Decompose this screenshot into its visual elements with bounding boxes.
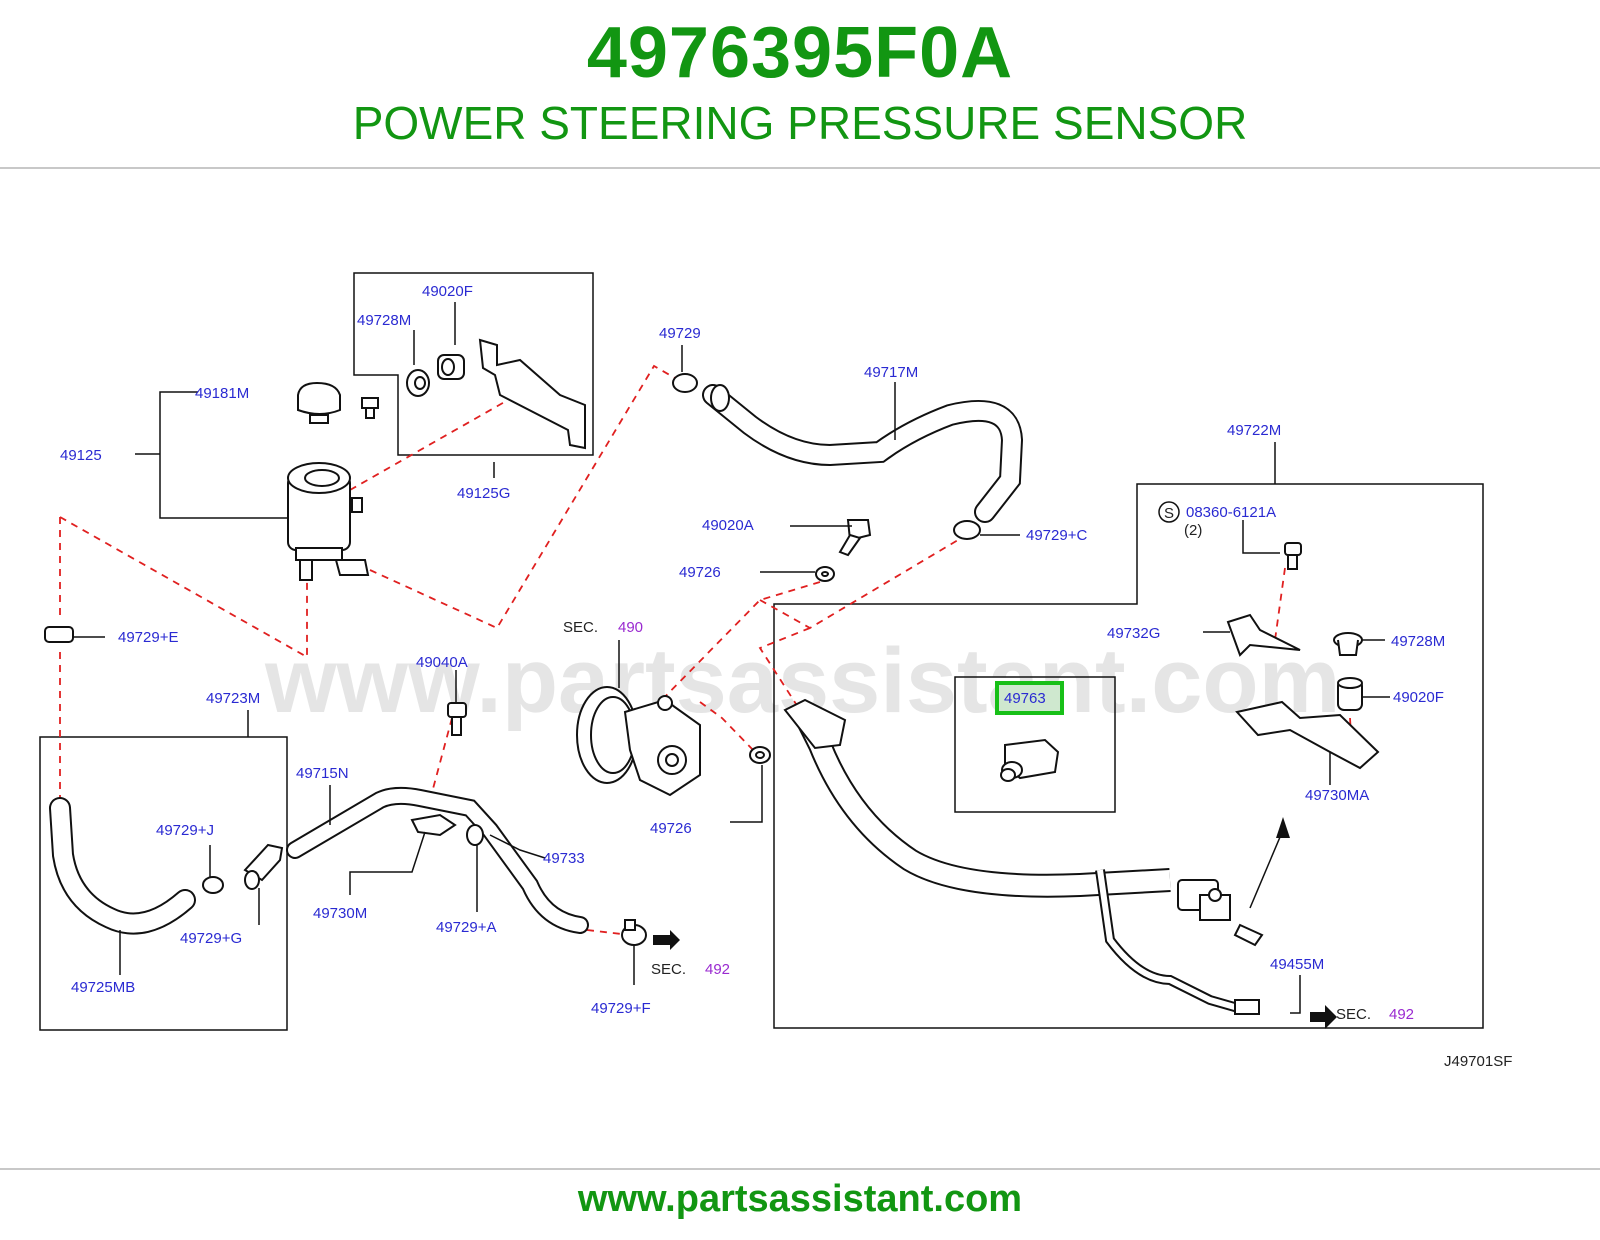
- assembly-line: [59, 516, 308, 659]
- direction-arrowhead: [1276, 817, 1290, 838]
- label-49729C[interactable]: 49729+C: [1026, 527, 1087, 544]
- return-hose-box: [39, 736, 288, 1031]
- leader-49125: [135, 391, 288, 519]
- label-49729A[interactable]: 49729+A: [436, 919, 496, 936]
- washer-49726-bottom[interactable]: [749, 746, 771, 764]
- pressure-hose-assembly[interactable]: [783, 698, 1264, 1015]
- leader-49730M: [349, 831, 426, 895]
- leader-49455M: [1290, 975, 1301, 1014]
- assembly-line: [699, 701, 756, 753]
- hose-clamp-49729[interactable]: [672, 373, 730, 412]
- power-steering-pressure-sensor[interactable]: [1000, 738, 1060, 782]
- label-49722M[interactable]: 49722M: [1227, 422, 1281, 439]
- label-sec-490[interactable]: 490: [618, 619, 643, 636]
- label-49728M-right[interactable]: 49728M: [1391, 633, 1445, 650]
- label-sec-492-prefix-right: SEC.: [1336, 1006, 1371, 1023]
- label-sec-492-left[interactable]: 492: [705, 961, 730, 978]
- power-steering-pump[interactable]: [576, 686, 701, 797]
- label-49181M[interactable]: 49181M: [195, 385, 249, 402]
- assembly-line: [759, 539, 959, 630]
- bolt-49040A[interactable]: [447, 702, 467, 736]
- suction-hose[interactable]: [702, 384, 1024, 523]
- return-hose-49715N[interactable]: [286, 786, 589, 934]
- label-08360-6121A[interactable]: 08360-6121A: [1186, 504, 1276, 521]
- s-marker-circle: [1158, 501, 1180, 523]
- label-49729[interactable]: 49729: [659, 325, 701, 342]
- label-08360-qty: (2): [1184, 522, 1202, 539]
- clamp-49729-j[interactable]: [202, 876, 224, 894]
- label-49730MA[interactable]: 49730MA: [1305, 787, 1369, 804]
- label-49728M-top[interactable]: 49728M: [357, 312, 411, 329]
- collar-49728M[interactable]: [406, 369, 430, 397]
- label-sec-492-right[interactable]: 492: [1389, 1006, 1414, 1023]
- return-hose-49725MB[interactable]: [49, 797, 196, 935]
- label-49040A[interactable]: 49040A: [416, 654, 468, 671]
- assembly-line: [429, 717, 453, 801]
- bracket-bolt-08360[interactable]: [1284, 542, 1302, 570]
- part-name-subtitle: POWER STEERING PRESSURE SENSOR: [352, 97, 1248, 149]
- sec-492-arrow-left: [653, 930, 680, 950]
- label-49020F-right[interactable]: 49020F: [1393, 689, 1444, 706]
- label-49717M[interactable]: 49717M: [864, 364, 918, 381]
- highlighted-part-box: [995, 681, 1064, 715]
- diagram-code: J49701SF: [1444, 1053, 1512, 1070]
- reservoir-bracket[interactable]: [478, 338, 586, 450]
- bracket-49730MA[interactable]: [1235, 700, 1380, 770]
- label-49730M[interactable]: 49730M: [313, 905, 367, 922]
- direction-arrow: [1249, 829, 1284, 909]
- label-49729E[interactable]: 49729+E: [118, 629, 178, 646]
- clamp-49729-a[interactable]: [466, 824, 484, 846]
- label-49723M[interactable]: 49723M: [206, 690, 260, 707]
- label-49763[interactable]: 49763: [1004, 690, 1046, 707]
- page-header: 4976395F0A POWER STEERING PRESSURE SENSO…: [0, 0, 1600, 170]
- leader-49726-bottom: [730, 765, 763, 823]
- footer-divider: [0, 1168, 1600, 1170]
- label-49125[interactable]: 49125: [60, 447, 102, 464]
- clamp-49729-f[interactable]: [621, 919, 647, 946]
- grommet-49020F[interactable]: [437, 354, 465, 380]
- reservoir-cap[interactable]: [297, 381, 341, 424]
- label-49726-top[interactable]: 49726: [679, 564, 721, 581]
- grommet-49020F-right[interactable]: [1337, 677, 1363, 711]
- bracket-group-box: [353, 272, 594, 456]
- label-49726-bottom[interactable]: 49726: [650, 820, 692, 837]
- label-49729J[interactable]: 49729+J: [156, 822, 214, 839]
- banjo-bolt-49020A[interactable]: [838, 519, 872, 557]
- part-number-title: 4976395F0A: [586, 13, 1014, 93]
- hose-clamp-49729-e[interactable]: [44, 626, 74, 643]
- label-49020F-top[interactable]: 49020F: [422, 283, 473, 300]
- s-marker-text: S: [1164, 505, 1174, 522]
- assembly-line: [349, 399, 509, 491]
- footer-website-url[interactable]: www.partsassistant.com: [577, 1178, 1023, 1220]
- label-sec-492-prefix-left: SEC.: [651, 961, 686, 978]
- sensor-box: [954, 676, 1116, 813]
- bracket-49732G[interactable]: [1226, 613, 1301, 657]
- hose-assembly-box: [773, 483, 1484, 1029]
- label-49125G[interactable]: 49125G: [457, 485, 510, 502]
- clamp-49729-g[interactable]: [243, 843, 284, 890]
- header-divider: [0, 167, 1600, 169]
- bracket-bolt[interactable]: [361, 397, 379, 419]
- leader-08360: [1242, 520, 1280, 554]
- sec-492-arrow-right: [1310, 1005, 1337, 1029]
- label-49020A[interactable]: 49020A: [702, 517, 754, 534]
- leader-49733: [489, 834, 546, 859]
- reservoir-tank[interactable]: [287, 462, 370, 581]
- label-49455M[interactable]: 49455M: [1270, 956, 1324, 973]
- label-49729G[interactable]: 49729+G: [180, 930, 242, 947]
- washer-49726-top[interactable]: [815, 566, 835, 582]
- assembly-line: [758, 627, 811, 719]
- label-49733[interactable]: 49733: [543, 850, 585, 867]
- assembly-line: [369, 364, 683, 630]
- clip-49730M[interactable]: [410, 813, 457, 837]
- label-49732G[interactable]: 49732G: [1107, 625, 1160, 642]
- label-sec-490-prefix: SEC.: [563, 619, 598, 636]
- label-49725MB[interactable]: 49725MB: [71, 979, 135, 996]
- hose-clamp-49729-c[interactable]: [953, 520, 981, 540]
- label-49715N[interactable]: 49715N: [296, 765, 349, 782]
- label-49729F[interactable]: 49729+F: [591, 1000, 651, 1017]
